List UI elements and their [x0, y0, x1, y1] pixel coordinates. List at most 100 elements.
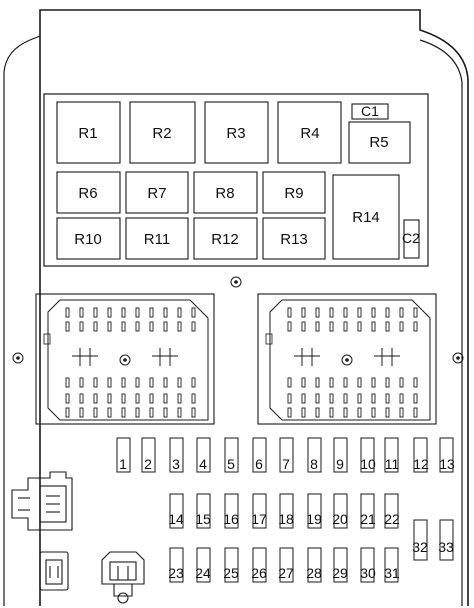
screw-left — [12, 352, 24, 364]
relay-label: R14 — [352, 209, 380, 226]
fuse-label: 12 — [413, 456, 429, 472]
fuse-label: 1 — [119, 456, 127, 472]
fuse-label: 6 — [255, 456, 263, 472]
relay-r13: R13 — [262, 217, 326, 260]
fuse-label: 26 — [251, 565, 267, 581]
fuse-14: 14 — [168, 493, 184, 529]
fuse-24: 24 — [195, 547, 211, 583]
fuse-label: 18 — [278, 511, 294, 527]
connector-left-pins — [65, 307, 196, 418]
relay-r6: R6 — [56, 171, 121, 214]
relay-r9: R9 — [262, 171, 326, 214]
relay-label: R3 — [226, 125, 245, 142]
side-connector — [11, 471, 73, 531]
fuse-10: 10 — [360, 437, 376, 473]
fuse-label: 28 — [306, 565, 322, 581]
fuse-label: 20 — [332, 511, 348, 527]
fuse-20: 20 — [332, 493, 348, 529]
relay-r5: R5 — [348, 121, 411, 164]
relay-r2: R2 — [129, 101, 196, 164]
circuit-breaker-label: C1 — [361, 103, 379, 119]
fuse-label: 32 — [412, 539, 428, 555]
fuse-9: 9 — [333, 437, 348, 473]
relay-label: R2 — [152, 125, 171, 142]
fuse-27: 27 — [278, 547, 294, 583]
diagnostic-plug — [101, 551, 145, 604]
fuse-12: 12 — [413, 437, 429, 473]
connector-left — [35, 293, 215, 425]
fuse-label: 31 — [384, 565, 400, 581]
relay-label: R12 — [211, 231, 239, 248]
relay-r4: R4 — [277, 101, 342, 164]
screw-top-center — [230, 276, 242, 288]
relay-label: R5 — [369, 134, 388, 151]
fuse-label: 15 — [195, 511, 211, 527]
fuse-label: 19 — [306, 511, 322, 527]
fuse-label: 23 — [168, 565, 184, 581]
fuse-21: 21 — [360, 493, 376, 529]
fuse-17: 17 — [251, 493, 267, 529]
fuse-15: 15 — [195, 493, 211, 529]
relay-r8: R8 — [193, 171, 258, 214]
fuse-label: 8 — [310, 456, 318, 472]
relay-label: R7 — [147, 185, 166, 202]
relay-r7: R7 — [125, 171, 189, 214]
fuse-32: 32 — [412, 519, 428, 561]
fuse-28: 28 — [306, 547, 322, 583]
fuse-label: 30 — [360, 565, 376, 581]
fuse-label: 24 — [195, 565, 211, 581]
fuse-label: 17 — [251, 511, 267, 527]
fuse-label: 21 — [360, 511, 376, 527]
relay-label: R8 — [215, 185, 234, 202]
fuse-label: 7 — [282, 456, 290, 472]
relay-r11: R11 — [125, 217, 189, 260]
fuse-label: 10 — [360, 456, 376, 472]
connector-right-pins — [287, 307, 418, 418]
fuse-label: 4 — [199, 456, 207, 472]
fuse-label: 2 — [144, 456, 152, 472]
connector-right — [257, 293, 437, 425]
relay-label: R11 — [144, 231, 170, 248]
relay-r12: R12 — [193, 217, 258, 260]
circuit-breaker-label: C2 — [402, 230, 420, 246]
relay-label: R4 — [300, 125, 319, 142]
fuse-label: 29 — [332, 565, 348, 581]
fuse-box-housing — [39, 9, 469, 606]
fuse-label: 9 — [336, 456, 344, 472]
fuse-label: 22 — [384, 511, 400, 527]
circuit-breaker-c1: C1 — [351, 103, 389, 120]
fuse-2: 2 — [141, 437, 156, 473]
fuse-23: 23 — [168, 547, 184, 583]
fuse-25: 25 — [223, 547, 239, 583]
relay-label: R13 — [280, 231, 308, 248]
screw-right — [452, 352, 464, 364]
fuse-16: 16 — [223, 493, 239, 529]
fuse-box-inner-outline — [3, 35, 463, 606]
fuse-30: 30 — [360, 547, 376, 583]
fuse-label: 16 — [223, 511, 239, 527]
relay-panel — [43, 93, 429, 267]
fuse-4: 4 — [196, 437, 211, 473]
relay-r3: R3 — [204, 101, 269, 164]
relay-r10: R10 — [56, 217, 121, 260]
fuse-8: 8 — [307, 437, 322, 473]
small-plug — [39, 551, 69, 591]
fuse-label: 25 — [223, 565, 239, 581]
fuse-5: 5 — [224, 437, 239, 473]
fuse-3: 3 — [169, 437, 184, 473]
fuse-label: 11 — [385, 456, 400, 472]
fuse-11: 11 — [384, 437, 400, 473]
fuse-6: 6 — [252, 437, 267, 473]
fuse-19: 19 — [306, 493, 322, 529]
fuse-29: 29 — [332, 547, 348, 583]
fuse-22: 22 — [384, 493, 400, 529]
circuit-breaker-c2: C2 — [402, 219, 420, 259]
relay-label: R6 — [78, 185, 97, 202]
fuse-26: 26 — [251, 547, 267, 583]
relay-r1: R1 — [56, 101, 121, 164]
relay-label: R10 — [74, 231, 102, 248]
fuse-33: 33 — [438, 519, 454, 561]
fuse-13: 13 — [439, 437, 455, 473]
relay-r14: R14 — [332, 174, 400, 260]
